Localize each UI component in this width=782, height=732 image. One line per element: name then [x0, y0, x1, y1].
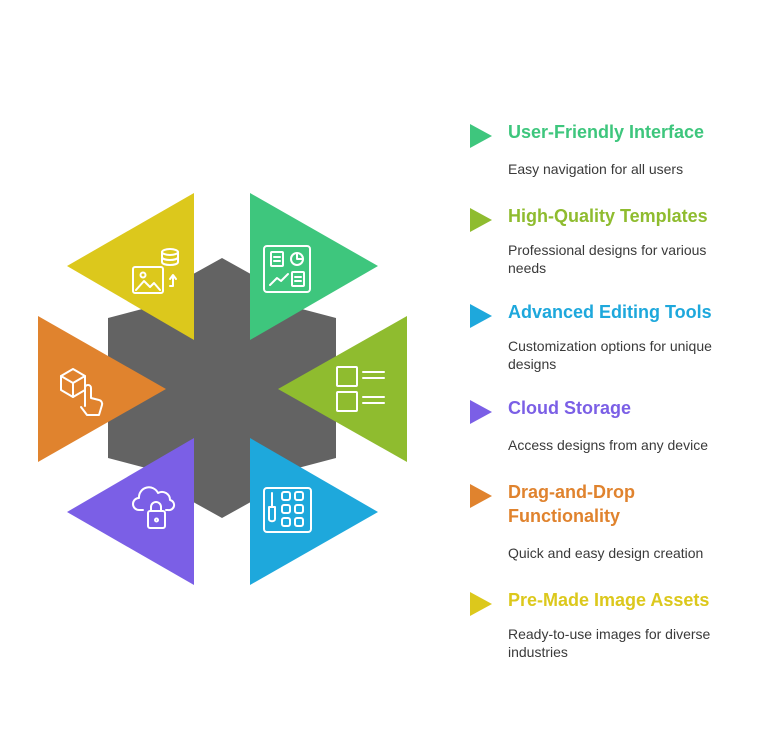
- legend-title: Advanced Editing Tools: [508, 302, 712, 322]
- image-database-icon: [132, 248, 179, 294]
- legend-title: Cloud Storage: [508, 398, 632, 418]
- segment-templates: [278, 316, 407, 462]
- hexagon-diagram: [38, 193, 407, 585]
- segment-user-friendly: [250, 193, 378, 340]
- cloud-lock-icon: [132, 486, 176, 529]
- legend-marker-icon: [470, 592, 492, 616]
- legend-description: Customization options for unique designs: [508, 338, 712, 372]
- legend-description: Easy navigation for all users: [508, 161, 684, 177]
- list-layout-icon: [336, 366, 385, 412]
- legend-description: Professional designs for various needs: [508, 242, 707, 276]
- segment-editing: [250, 438, 378, 585]
- legend-marker-icon: [470, 124, 492, 148]
- legend-marker-icon: [470, 208, 492, 232]
- segment-image-assets: [67, 193, 194, 340]
- legend-marker-icon: [470, 400, 492, 424]
- legend-description: Access designs from any device: [508, 437, 708, 453]
- legend-title: Drag-and-Drop Functionality: [508, 482, 635, 526]
- legend-title: Pre-Made Image Assets: [508, 590, 710, 610]
- dashboard-chart-icon: [263, 245, 311, 293]
- legend-marker-icon: [470, 304, 492, 328]
- legend-title: High-Quality Templates: [508, 206, 708, 226]
- box-hand-icon: [60, 368, 104, 416]
- segment-drag-drop: [38, 316, 166, 462]
- legend-description: Quick and easy design creation: [508, 545, 704, 561]
- legend-description: Ready-to-use images for diverse industri…: [508, 626, 711, 660]
- legend-title: User-Friendly Interface: [508, 122, 705, 142]
- legend-marker-icon: [470, 484, 492, 508]
- palette-tools-icon: [263, 487, 312, 533]
- segment-cloud: [67, 438, 194, 585]
